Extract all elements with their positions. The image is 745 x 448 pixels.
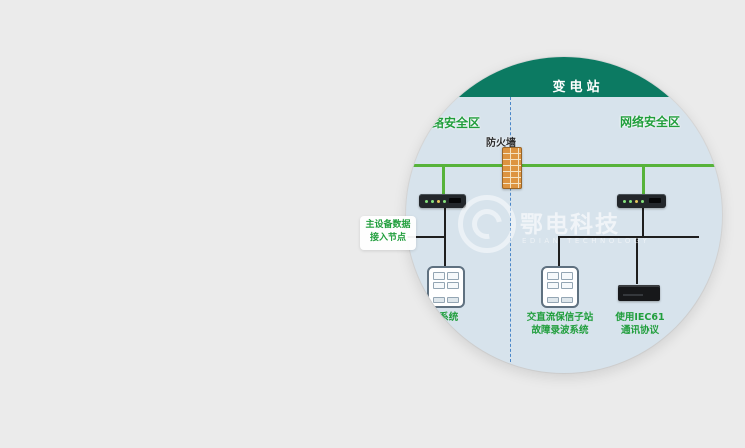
zone-label-left: 网络安全区 xyxy=(420,116,481,130)
callout-line2: 接入节点 xyxy=(369,233,406,243)
bus-drop-line-left xyxy=(442,166,445,196)
diagram-title: 变电站 xyxy=(552,80,604,95)
cable-line xyxy=(406,236,446,238)
switch-leds xyxy=(425,200,428,203)
cable-line xyxy=(558,236,699,238)
caption-text: 使用IEC61 xyxy=(615,312,665,323)
caption-middle: 交直流保信子站 故障录波系统 xyxy=(516,311,604,337)
cable-line xyxy=(642,208,644,236)
recorder-device-icon xyxy=(618,285,660,301)
device-cell xyxy=(547,297,559,303)
caption-text: 通讯协议 xyxy=(620,325,659,336)
caption-left: 保系统 xyxy=(412,311,476,324)
switch-leds xyxy=(623,200,626,203)
firewall-icon xyxy=(502,147,522,189)
watermark-swirl xyxy=(466,203,508,245)
watermark-text: 鄂电科技 xyxy=(520,212,620,238)
device-cell xyxy=(447,281,459,290)
firewall-label: 防火墙 xyxy=(486,138,516,149)
caption-right: 使用IEC61 通讯协议 xyxy=(600,311,680,337)
network-bus-line-right xyxy=(519,164,722,167)
device-cell xyxy=(447,272,459,280)
cable-line xyxy=(558,238,560,266)
caption-text: 故障录波系统 xyxy=(531,325,589,336)
caption-text: 保系统 xyxy=(429,312,459,323)
bus-drop-line-right xyxy=(642,166,645,196)
switch-icon-left xyxy=(419,194,466,208)
header-band: 变电站 xyxy=(406,57,722,97)
device-cell xyxy=(561,297,573,303)
device-cell xyxy=(561,272,573,280)
switch-vent xyxy=(649,198,661,203)
node-callout: 主设备数据 接入节点 xyxy=(360,216,416,250)
watermark-subtext: EDIAN TECHNOLOGY xyxy=(522,237,651,245)
device-cell xyxy=(561,281,573,290)
protection-device-icon-middle xyxy=(541,266,579,308)
device-cell xyxy=(433,272,445,280)
device-cell xyxy=(547,272,559,280)
device-cell xyxy=(433,281,445,290)
switch-vent xyxy=(449,198,461,203)
callout-line1: 主设备数据 xyxy=(365,220,411,230)
network-diagram: 变电站 网络安全区 网络安全区 防火墙 xyxy=(406,57,722,373)
watermark-logo-icon xyxy=(458,195,516,253)
network-bus-line-left xyxy=(406,164,503,167)
caption-text: 交直流保信子站 xyxy=(526,312,594,323)
device-cell xyxy=(433,297,445,303)
device-cell xyxy=(547,281,559,290)
device-cell xyxy=(447,297,459,303)
cable-line xyxy=(636,238,638,284)
switch-icon-right xyxy=(617,194,666,208)
protection-device-icon-left xyxy=(427,266,465,308)
zone-label-right: 网络安全区 xyxy=(620,115,681,129)
